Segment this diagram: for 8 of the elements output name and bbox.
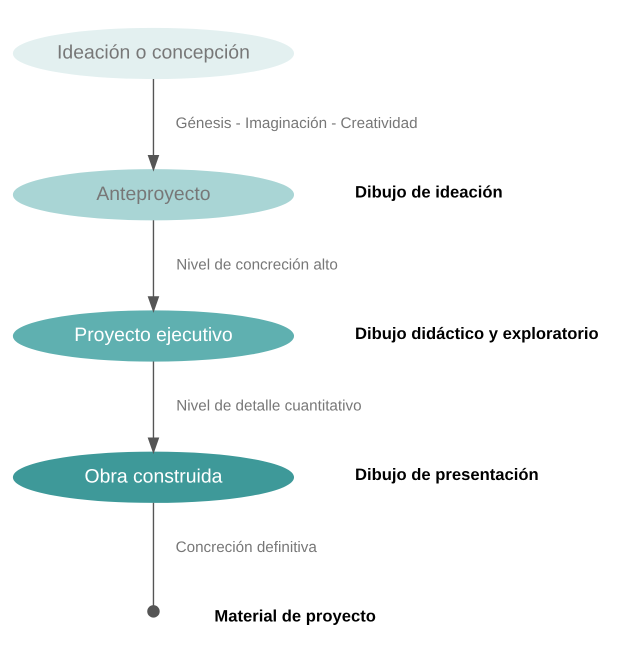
label: Dibujo didáctico y exploratorio — [354, 324, 599, 343]
label: Material de proyecto — [214, 606, 376, 626]
label: Dibujo de ideación — [354, 182, 503, 202]
edge-label: Concreción definitiva — [176, 538, 317, 556]
edge-label: Nivel de concreción alto — [176, 256, 338, 274]
label: Dibujo de presentación — [354, 465, 539, 484]
edge-label: Génesis - Imaginación - Creatividad — [176, 114, 418, 132]
edge-label: Nivel de detalle cuantitativo — [176, 398, 362, 415]
